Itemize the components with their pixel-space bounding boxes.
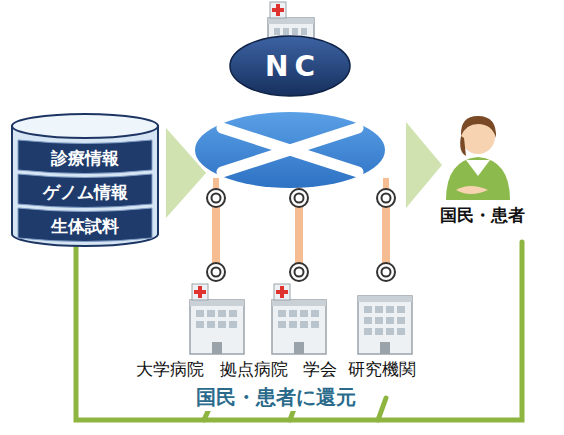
return-caption: 国民・患者に還元 <box>194 384 358 411</box>
data-category: ゲノム情報 <box>18 177 152 207</box>
database-cylinder: 診療情報ゲノム情報生体試料 <box>10 112 160 248</box>
flow-chevron <box>406 122 442 208</box>
institution-label: 学会 <box>301 358 339 381</box>
return-bracket <box>76 242 522 420</box>
network-links <box>207 178 395 281</box>
nc-ellipse: NC <box>228 34 352 98</box>
person-icon <box>446 116 510 200</box>
institution-label: 拠点病院 <box>218 358 290 381</box>
network-ring <box>195 112 385 188</box>
data-category: 診療情報 <box>18 143 152 173</box>
beneficiary-label: 国民・患者 <box>438 204 527 227</box>
building-icons <box>190 2 412 354</box>
institution-label: 研究機関 <box>346 358 418 381</box>
institution-label: 大学病院 <box>134 358 206 381</box>
nc-label: NC <box>259 50 321 83</box>
data-category: 生体試料 <box>18 211 152 241</box>
